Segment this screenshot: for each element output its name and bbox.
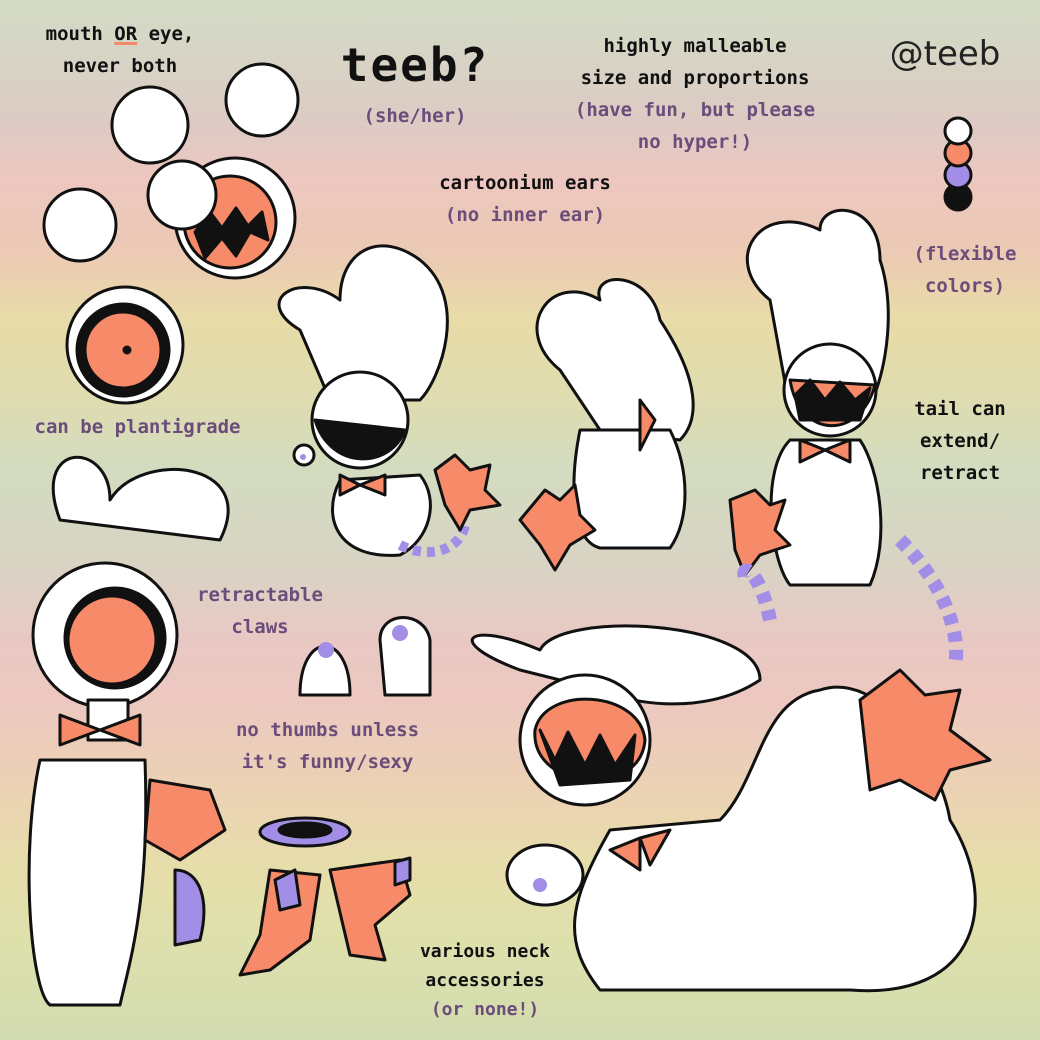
standing-figure [27,455,230,1007]
malleable-note: highly malleable size and proportions (h… [530,30,860,158]
note-text: (flexible [913,243,1017,265]
note-text: (have fun, but please [574,99,816,121]
head-eye-variant [42,159,218,405]
note-text: highly malleable [603,35,787,57]
colors-note: (flexible colors) [890,238,1040,302]
back-view-figure [518,278,695,572]
character-title: teeb? [340,38,490,92]
note-text: accessories [425,970,545,991]
note-text: extend/ [919,430,1001,452]
claws-illustration [298,616,432,697]
note-text: size and proportions [580,67,810,89]
pronouns: (she/her) [363,105,467,127]
note-text: mouth [45,23,115,45]
note-text: (no inner ear) [444,204,606,226]
plantigrade-note: can be plantigrade [34,416,241,438]
artist-signature: @teeb [889,34,1001,74]
claws-note: retractable claws [175,579,345,643]
tail-note: tail can extend/ retract [890,393,1030,489]
note-text: no thumbs unless [235,719,420,741]
neck-accessories-note: various neck accessories (or none!) [400,937,570,1024]
note-text: claws [231,616,289,638]
note-text: retract [919,462,1001,484]
note-text: various neck [419,941,551,962]
note-text: (or none!) [430,999,540,1020]
note-text: cartoonium ears [439,172,611,194]
tail-figure [728,208,890,587]
mouth-or-eye-note: mouth OR eye, never both [20,18,220,82]
note-text: eye, [137,23,195,45]
sitting-figure [277,244,502,558]
note-text: never both [62,55,178,77]
note-text: tail can [914,398,1006,420]
head-mouth-variant [110,62,300,280]
note-emphasis: OR [114,23,138,45]
note-text: it's funny/sexy [241,751,414,773]
note-text: colors) [924,275,1006,297]
note-text: no hyper!) [637,131,753,153]
lying-figure [470,535,992,993]
color-palette [943,116,973,212]
note-text: retractable [197,584,323,606]
neck-accessories-illustration [238,816,412,977]
ears-note: cartoonium ears (no inner ear) [400,167,650,231]
thumbs-note: no thumbs unless it's funny/sexy [205,714,450,778]
